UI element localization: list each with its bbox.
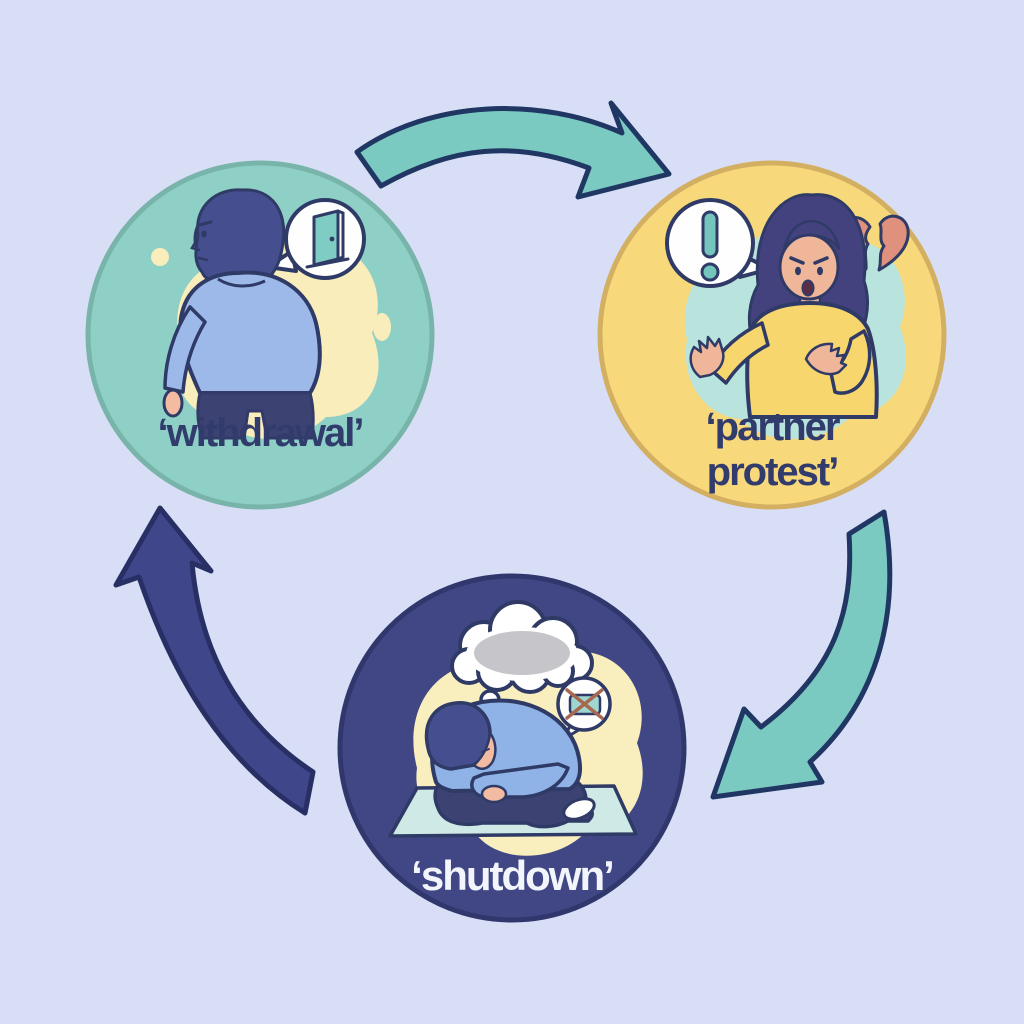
arrow-shutdown-to-withdrawal	[113, 505, 316, 816]
storm-cloud-icon	[474, 631, 570, 675]
node-partner-protest: ‘partner protest’	[592, 155, 952, 515]
sock	[562, 797, 596, 821]
node-label-partner-protest: ‘partner protest’	[705, 405, 841, 494]
exclamation-icon	[701, 210, 719, 259]
arrow-withdrawal-to-protest	[354, 100, 672, 200]
hand	[480, 784, 508, 804]
woman-protesting-figure	[665, 193, 910, 439]
node-label-withdrawal: ‘withdrawal’	[157, 411, 365, 455]
node-withdrawal: ‘withdrawal’	[80, 155, 440, 515]
node-shutdown: ‘shutdown’	[332, 568, 692, 928]
door-speech-bubble-icon	[266, 198, 366, 280]
arrow-protest-to-shutdown	[710, 509, 893, 800]
exclamation-speech-bubble-icon	[665, 198, 772, 288]
open-hand	[689, 335, 725, 379]
node-label-shutdown: ‘shutdown’	[411, 852, 615, 899]
man-turning-away-figure	[151, 188, 391, 440]
person-curled-up-figure	[388, 600, 643, 856]
cross-out-icon	[565, 688, 604, 720]
hand-on-chest	[804, 342, 848, 376]
door-icon	[312, 209, 340, 267]
